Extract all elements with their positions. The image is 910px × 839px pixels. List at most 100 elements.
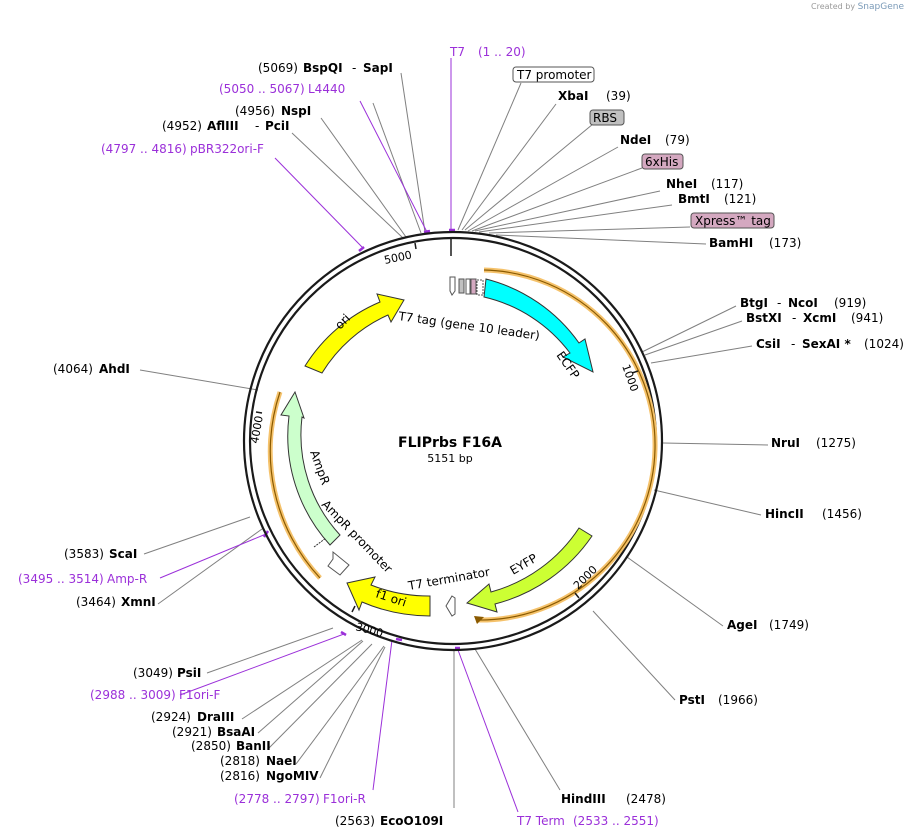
btgi-sep: - — [777, 296, 781, 310]
psii-name: PsiI — [177, 666, 201, 680]
afliii-name: AflIII — [207, 119, 239, 133]
eyfp-feature-arrow[interactable] — [465, 527, 593, 613]
xcmi-name: XcmI — [803, 311, 836, 325]
label-t7-term[interactable]: T7 Term (2533 .. 2551) — [516, 814, 659, 828]
credit-brand: SnapGene — [857, 2, 904, 12]
label-f1ori-f[interactable]: (2988 .. 3009) F1ori-F — [90, 688, 220, 702]
label-xpress[interactable]: Xpress™ tag — [690, 212, 775, 229]
ahdi-pos: (4064) — [53, 362, 93, 376]
afliii-pos: (4952) — [162, 119, 202, 133]
naei-name: NaeI — [266, 754, 297, 768]
t7-term-name: T7 Term — [516, 814, 565, 828]
label-draiii[interactable]: (2924) DraIII — [151, 710, 234, 724]
pbr322-range: (4797 .. 4816) — [101, 142, 187, 156]
credit-prefix: Created by — [811, 2, 856, 11]
cds-highlight-arcs — [267, 267, 658, 623]
label-bmti[interactable]: BmtI (121) — [678, 192, 756, 206]
label-nrui[interactable]: NruI (1275) — [771, 436, 856, 450]
label-naei[interactable]: (2818) NaeI — [220, 754, 297, 768]
ecoo109i-pos: (2563) — [335, 814, 375, 828]
psii-pos: (3049) — [133, 666, 173, 680]
label-bstxi[interactable]: BstXI - XcmI (941) — [746, 311, 883, 325]
bstxi-name: BstXI — [746, 311, 782, 325]
ampr-feature-arrow[interactable] — [280, 390, 341, 546]
label-ngomiv[interactable]: (2816) NgoMIV — [220, 769, 319, 783]
t7-terminator-label: T7 terminator — [406, 565, 491, 593]
label-xbai[interactable]: XbaI (39) — [558, 89, 631, 103]
label-agei[interactable]: AgeI (1749) — [727, 618, 809, 632]
label-hincii[interactable]: HincII (1456) — [765, 507, 862, 521]
xbai-name: XbaI — [558, 89, 588, 103]
bsaai-name: BsaAI — [217, 725, 255, 739]
ruler-5000: 5000 — [383, 248, 413, 267]
ndei-pos: (79) — [665, 133, 690, 147]
agei-pos: (1749) — [769, 618, 809, 632]
afliii-sep: - — [255, 119, 259, 133]
label-hindiii[interactable]: HindIII (2478) — [561, 792, 666, 806]
l4440-range: (5050 .. 5067) — [219, 82, 305, 96]
label-btgi[interactable]: BtgI - NcoI (919) — [740, 296, 866, 310]
label-ahdi[interactable]: (4064) AhdI — [53, 362, 130, 376]
nrui-name: NruI — [771, 436, 800, 450]
ampr-f-range: (3495 .. 3514) — [18, 572, 104, 586]
label-l4440[interactable]: (5050 .. 5067) L4440 — [219, 82, 345, 96]
f1-ori-feature-arrow[interactable] — [346, 576, 431, 617]
label-bspqi[interactable]: (5069) BspQI - SapI — [258, 61, 393, 75]
label-f1ori-r[interactable]: (2778 .. 2797) F1ori-R — [234, 792, 366, 806]
ruler-4000: 4000 — [248, 415, 266, 445]
his6-name: 6xHis — [645, 155, 678, 169]
label-bsaai[interactable]: (2921) BsaAI — [172, 725, 255, 739]
nspi-name: NspI — [281, 104, 311, 118]
ndei-name: NdeI — [620, 133, 651, 147]
label-t7-promoter[interactable]: T7 promoter — [512, 66, 595, 83]
ahdi-name: AhdI — [99, 362, 130, 376]
ampr-promoter-feature[interactable] — [327, 550, 350, 576]
label-rbs[interactable]: RBS — [589, 109, 625, 126]
t7tag-label: T7 tag (gene 10 leader) — [397, 309, 541, 343]
backbone-outer-ring — [242, 230, 664, 652]
xmni-pos: (3464) — [76, 595, 116, 609]
label-amp-r[interactable]: (3495 .. 3514) Amp-R — [18, 572, 147, 586]
label-pbr322ori-f[interactable]: (4797 .. 4816) pBR322ori-F — [101, 142, 264, 156]
btgi-pos: (919) — [834, 296, 866, 310]
t7-terminator-feature[interactable] — [445, 595, 456, 617]
label-bamhi[interactable]: BamHI (173) — [709, 236, 801, 250]
hincii-name: HincII — [765, 507, 804, 521]
btgi-name: BtgI — [740, 296, 768, 310]
rbs-name: RBS — [593, 111, 617, 125]
label-nspi[interactable]: (4956) NspI — [235, 104, 311, 118]
f1ori-f-name: F1ori-F — [179, 688, 220, 702]
label-scai[interactable]: (3583) ScaI — [64, 547, 137, 561]
hindiii-name: HindIII — [561, 792, 606, 806]
label-nhei[interactable]: NheI (117) — [666, 177, 743, 191]
csii-sep: - — [791, 337, 795, 351]
ecfp-feature-arrow[interactable] — [483, 278, 594, 373]
label-t7[interactable]: T7 (1 .. 20) — [449, 45, 526, 59]
bmti-name: BmtI — [678, 192, 710, 206]
ngomiv-pos: (2816) — [220, 769, 260, 783]
primer-lines — [159, 58, 519, 813]
label-ecoo109i[interactable]: (2563) EcoO109I — [335, 814, 443, 828]
label-psii[interactable]: (3049) PsiI — [133, 666, 201, 680]
xmni-name: XmnI — [121, 595, 156, 609]
ori-feature-arrow[interactable] — [304, 293, 405, 374]
draiii-name: DraIII — [197, 710, 234, 724]
label-banii[interactable]: (2850) BanII — [191, 739, 271, 753]
ncoi-name: NcoI — [788, 296, 818, 310]
bstxi-sep: - — [792, 311, 796, 325]
top-small-features — [449, 276, 484, 296]
label-6xhis[interactable]: 6xHis — [641, 153, 684, 170]
f1ori-r-range: (2778 .. 2797) — [234, 792, 320, 806]
label-ndei[interactable]: NdeI (79) — [620, 133, 690, 147]
pcii-name: PciI — [265, 119, 290, 133]
label-csii[interactable]: CsiI - SexAI * (1024) — [756, 337, 904, 351]
psti-pos: (1966) — [718, 693, 758, 707]
bspqi-name: BspQI — [303, 61, 343, 75]
label-afliii[interactable]: (4952) AflIII - PciI — [162, 119, 290, 133]
agei-name: AgeI — [727, 618, 757, 632]
cds-arc-arrowhead — [474, 616, 484, 624]
label-xmni[interactable]: (3464) XmnI — [76, 595, 156, 609]
bamhi-pos: (173) — [769, 236, 801, 250]
label-psti-right[interactable]: PstI (1966) — [679, 693, 758, 707]
snapgene-credit: Created by SnapGene — [811, 2, 904, 12]
